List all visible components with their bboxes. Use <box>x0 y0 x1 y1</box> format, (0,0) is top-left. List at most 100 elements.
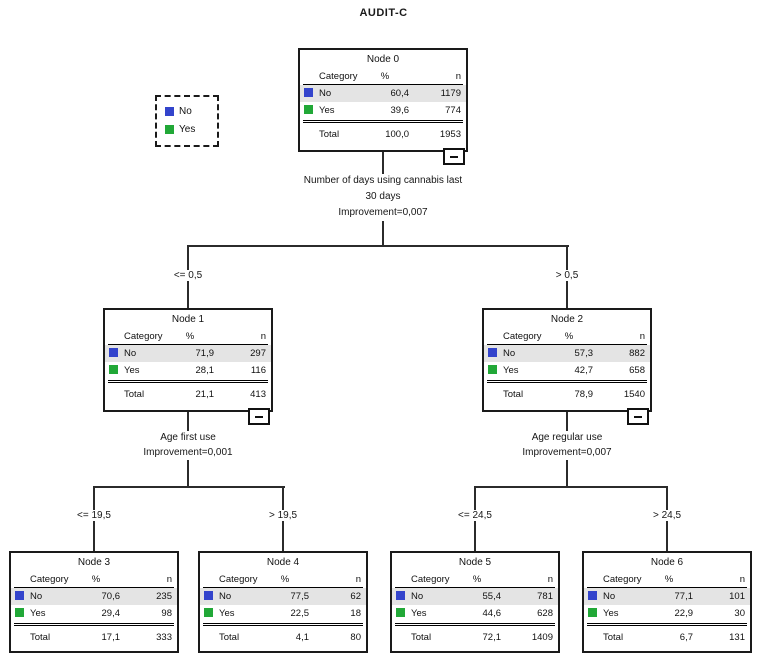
cell-category: Total <box>30 631 51 643</box>
cell-category: No <box>603 591 616 602</box>
split-improvement-text: Improvement=0,001 <box>143 447 233 458</box>
row-no: No 77,1 101 <box>584 588 750 605</box>
cell-percent: 78,9 <box>574 388 594 400</box>
cell-percent: 22,9 <box>674 608 694 619</box>
cell-n: 101 <box>729 591 745 602</box>
legend-item-yes: Yes <box>165 120 217 138</box>
collapse-node-button[interactable] <box>248 408 270 425</box>
cell-percent: 72,1 <box>482 631 502 643</box>
divider <box>203 623 363 626</box>
branch-label-left: <= 0,5 <box>170 270 206 281</box>
cell-n: 131 <box>729 631 745 643</box>
cell-swatch <box>304 104 319 117</box>
collapse-node-button[interactable] <box>627 408 649 425</box>
col-category: Category <box>30 574 69 585</box>
cell-n: 98 <box>161 608 172 619</box>
cell-n: 781 <box>537 591 553 602</box>
cell-category: Total <box>503 388 524 400</box>
cell-n: 1540 <box>623 388 645 400</box>
split-variable-text: Number of days using cannabis last <box>303 175 463 186</box>
cell-percent: 44,6 <box>482 608 502 619</box>
cell-category: Total <box>124 388 145 400</box>
cell-percent: 71,9 <box>195 348 215 359</box>
tree-branch-line <box>566 460 568 488</box>
cell-n: 18 <box>350 608 361 619</box>
cell-category: Yes <box>319 105 335 116</box>
col-n: n <box>739 574 745 585</box>
tree-branch-line <box>382 221 384 247</box>
col-category: Category <box>503 331 542 342</box>
divider <box>587 623 747 626</box>
cell-category: Yes <box>219 608 235 619</box>
cell-swatch <box>109 364 124 377</box>
row-total: Total 6,7 131 <box>584 628 750 646</box>
row-yes: Yes 39,6 774 <box>300 102 466 119</box>
split-improvement-text: Improvement=0,007 <box>338 207 428 218</box>
no-swatch-icon <box>488 347 497 357</box>
cell-category: Yes <box>30 608 46 619</box>
table-header-row: Category % n <box>14 572 174 588</box>
legend-label: No <box>179 105 192 117</box>
row-yes: Yes 44,6 628 <box>392 605 558 622</box>
row-no: No 57,3 882 <box>484 345 650 362</box>
tree-branch-line <box>187 245 569 247</box>
cell-n: 116 <box>250 365 266 376</box>
table-header-row: Category % n <box>487 329 647 345</box>
col-category: Category <box>319 71 358 82</box>
minus-icon <box>255 415 263 418</box>
yes-swatch-icon <box>304 104 313 114</box>
col-n: n <box>547 574 553 585</box>
divider <box>303 120 463 123</box>
node-1: Node 1 Category % n No 71,9 297 Yes 28,1… <box>103 308 273 425</box>
divider <box>395 623 555 626</box>
cell-category: No <box>319 88 332 99</box>
table-header-row: Category % n <box>203 572 363 588</box>
node-4: Node 4 Category % n No 77,5 62 Yes 22,5 … <box>198 551 368 653</box>
no-swatch-icon <box>165 106 174 116</box>
row-yes: Yes 42,7 658 <box>484 362 650 379</box>
cell-n: 1179 <box>440 88 461 99</box>
no-swatch-icon <box>204 590 213 600</box>
tree-branch-line <box>93 486 285 488</box>
row-total: Total 4,1 80 <box>200 628 366 646</box>
cell-n: 658 <box>629 365 645 376</box>
col-category: Category <box>603 574 642 585</box>
row-total: Total 78,9 1540 <box>484 385 650 403</box>
row-no: No 60,4 1179 <box>300 85 466 102</box>
legend: No Yes <box>155 95 219 147</box>
tree-branch-line <box>187 460 189 488</box>
node-title: Node 6 <box>650 557 684 568</box>
branch-label-right: > 19,5 <box>265 510 301 521</box>
collapse-node-button[interactable] <box>443 148 465 165</box>
row-no: No 71,9 297 <box>105 345 271 362</box>
node-title: Node 2 <box>550 314 584 325</box>
col-percent: % <box>380 71 390 82</box>
cell-swatch <box>396 590 411 603</box>
node-6: Node 6 Category % n No 77,1 101 Yes 22,9… <box>582 551 752 653</box>
cell-category: Total <box>219 631 240 643</box>
cell-swatch <box>109 347 124 360</box>
cell-category: No <box>219 591 232 602</box>
branch-label-right: > 0,5 <box>552 270 582 281</box>
cell-n: 774 <box>445 105 461 116</box>
row-total: Total 21,1 413 <box>105 385 271 403</box>
cell-percent: 22,5 <box>290 608 310 619</box>
cell-percent: 77,1 <box>674 591 694 602</box>
yes-swatch-icon <box>204 607 213 617</box>
branch-label-right: > 24,5 <box>649 510 685 521</box>
row-total: Total 72,1 1409 <box>392 628 558 646</box>
row-total: Total 17,1 333 <box>11 628 177 646</box>
node-3: Node 3 Category % n No 70,6 235 Yes 29,4… <box>9 551 179 653</box>
tree-branch-line <box>187 411 189 431</box>
cell-category: No <box>30 591 43 602</box>
page-title: AUDIT-C <box>359 7 408 19</box>
row-no: No 77,5 62 <box>200 588 366 605</box>
table-header-row: Category % n <box>108 329 268 345</box>
row-yes: Yes 22,9 30 <box>584 605 750 622</box>
yes-swatch-icon <box>109 364 118 374</box>
no-swatch-icon <box>15 590 24 600</box>
split-variable-text: 30 days <box>365 191 401 202</box>
cell-percent: 57,3 <box>574 348 594 359</box>
cell-n: 297 <box>250 348 266 359</box>
col-n: n <box>455 71 461 82</box>
